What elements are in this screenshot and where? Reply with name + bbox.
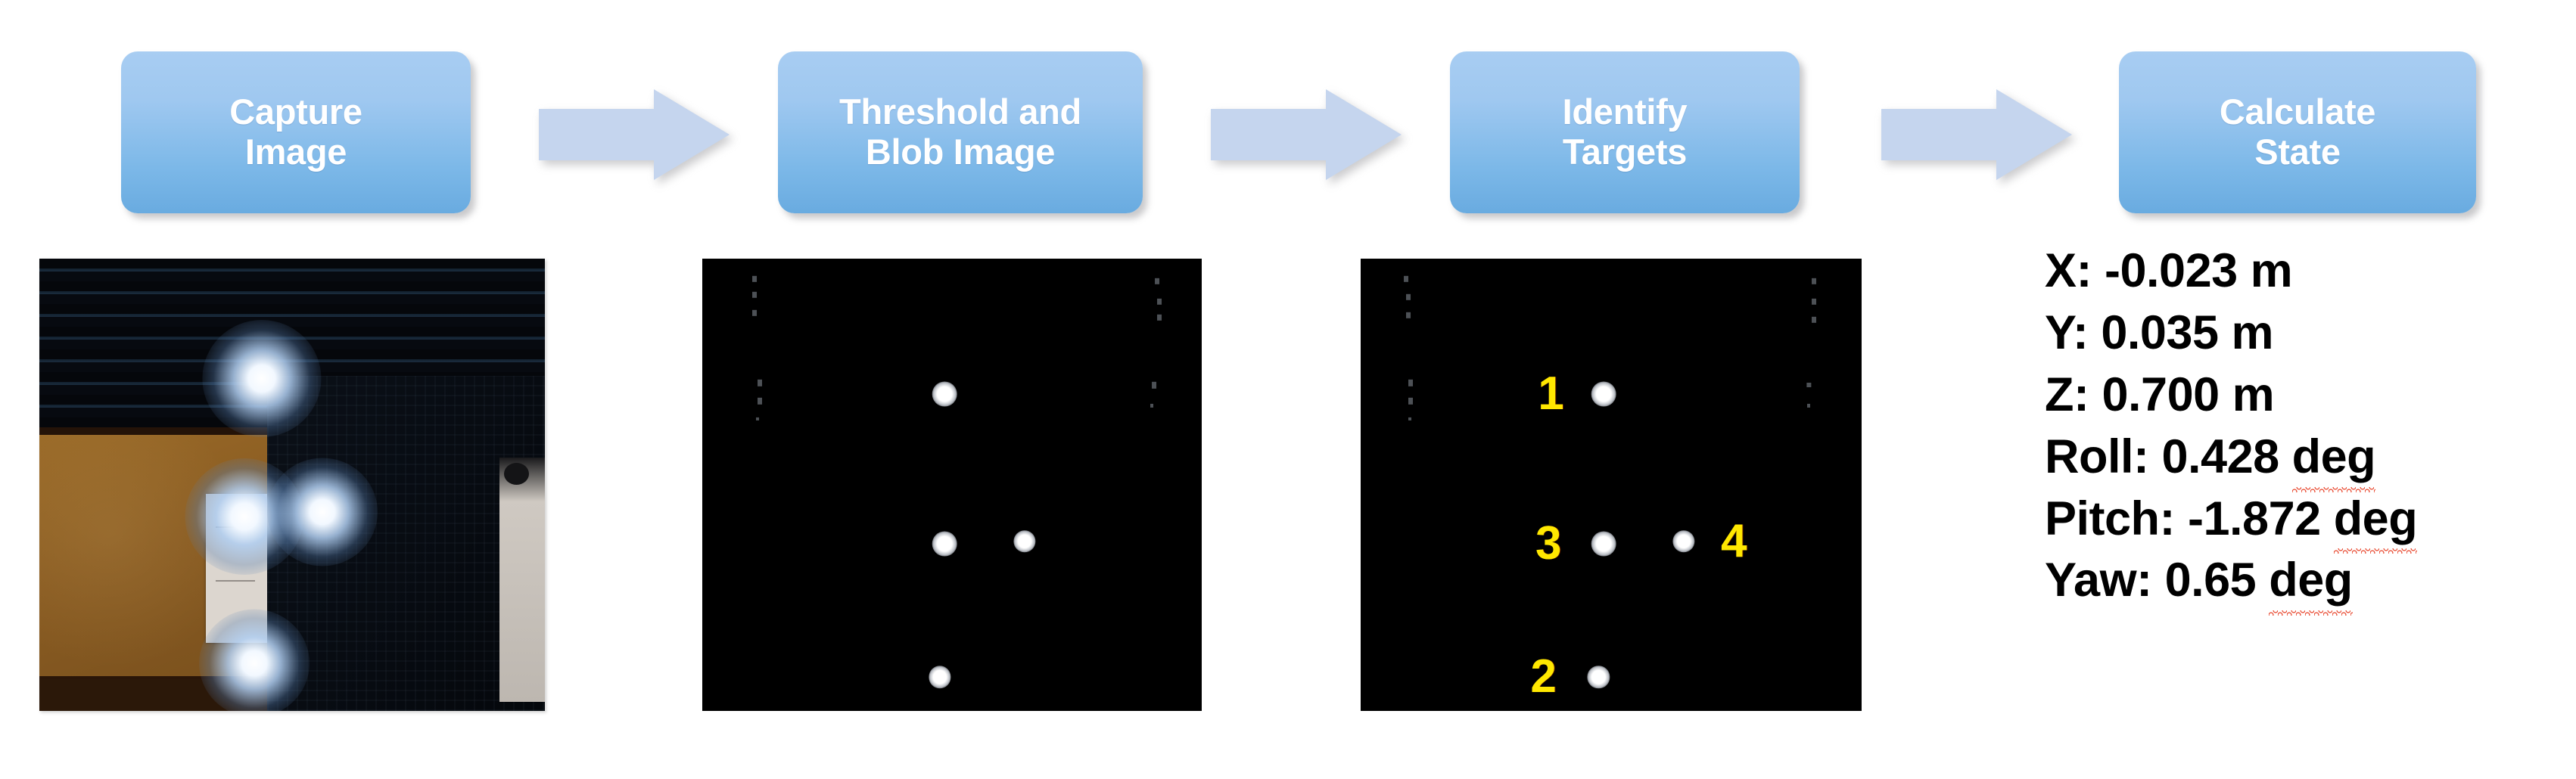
noise-speckle [1405, 293, 1411, 301]
target-blob-1 [1591, 381, 1616, 407]
state-yaw-value: 0.65 [2164, 554, 2257, 607]
right-object-region [499, 458, 545, 703]
state-line-roll: Roll: 0.428 deg [2045, 427, 2574, 492]
noise-speckle [1408, 398, 1414, 405]
process-box-label: Threshold and Blob Image [839, 92, 1081, 172]
target-blob-2 [1587, 666, 1610, 688]
state-pitch-label: Pitch: [2045, 492, 2176, 545]
state-x-value: -0.023 [2105, 244, 2238, 297]
noise-speckle [1807, 404, 1811, 408]
flow-arrow-icon-2 [1211, 89, 1402, 180]
noise-speckle [1156, 314, 1162, 321]
state-y-value: 0.035 [2101, 306, 2219, 359]
state-yaw-label: Yaw: [2045, 554, 2152, 607]
process-box-calculate-state[interactable]: Calculate State [2119, 51, 2476, 213]
target-id-label-1: 1 [1538, 368, 1564, 421]
state-roll-unit: deg [2291, 427, 2376, 492]
target-id-label-4: 4 [1720, 514, 1747, 567]
noise-speckle [752, 309, 758, 316]
state-z-value: 0.700 [2102, 368, 2220, 421]
state-roll-value: 0.428 [2161, 430, 2279, 483]
noise-speckle [1152, 382, 1157, 389]
noise-speckle [1405, 312, 1411, 318]
state-readout-list: X: -0.023 m Y: 0.035 m Z: 0.700 m Roll: … [2045, 241, 2574, 616]
state-line-z: Z: 0.700 m [2045, 365, 2574, 427]
target-blob-4 [1013, 530, 1036, 553]
noise-speckle [757, 398, 762, 405]
process-box-capture-image[interactable]: Capture Image [121, 51, 471, 213]
noise-speckle [752, 291, 758, 299]
target-blob-3 [1591, 531, 1616, 557]
state-y-label: Y: [2045, 306, 2089, 359]
target-blob-3 [932, 531, 957, 557]
noise-speckle [1403, 275, 1408, 283]
noise-speckle [1812, 278, 1817, 285]
process-box-identify-targets[interactable]: Identify Targets [1450, 51, 1800, 213]
state-line-y: Y: 0.035 m [2045, 303, 2574, 365]
state-x-label: X: [2045, 244, 2092, 297]
noise-speckle [757, 380, 762, 386]
process-box-label: Calculate State [2219, 92, 2376, 172]
process-box-label: Capture Image [229, 92, 362, 172]
state-x-unit: m [2250, 244, 2293, 297]
state-line-pitch: Pitch: -1.872 deg [2045, 489, 2574, 554]
noise-speckle [1408, 417, 1411, 421]
led-target-led-2 [198, 609, 310, 711]
state-pitch-value: -1.872 [2188, 492, 2321, 545]
threshold-blob-image-panel[interactable] [702, 259, 1202, 711]
flow-arrow-icon-1 [539, 89, 730, 180]
identified-targets-image-panel[interactable]: 1 3 4 2 [1361, 259, 1862, 711]
state-y-unit: m [2231, 306, 2274, 359]
noise-speckle [755, 417, 759, 421]
noise-speckle [1154, 278, 1159, 285]
state-line-yaw: Yaw: 0.65 deg [2045, 550, 2574, 616]
flow-arrow-icon-3 [1881, 89, 2072, 180]
state-z-unit: m [2232, 368, 2275, 421]
target-blob-4 [1672, 530, 1695, 553]
target-blob-1 [932, 381, 957, 407]
process-box-threshold-blob-image[interactable]: Threshold and Blob Image [778, 51, 1143, 213]
noise-speckle [1408, 380, 1414, 386]
noise-speckle [752, 275, 758, 283]
state-yaw-unit: deg [2269, 550, 2353, 616]
state-line-x: X: -0.023 m [2045, 241, 2574, 303]
noise-speckle [1812, 298, 1817, 305]
target-blob-2 [928, 666, 951, 688]
process-box-label: Identify Targets [1562, 92, 1688, 172]
captured-image-panel[interactable] [39, 259, 545, 711]
noise-speckle [1812, 316, 1817, 323]
noise-speckle [1150, 404, 1153, 408]
led-target-led-4 [267, 458, 378, 566]
led-target-led-1 [202, 320, 322, 437]
noise-speckle [1806, 383, 1812, 388]
state-roll-label: Roll: [2045, 430, 2149, 483]
state-z-label: Z: [2045, 368, 2089, 421]
target-id-label-2: 2 [1530, 650, 1557, 703]
target-id-label-3: 3 [1535, 517, 1562, 570]
state-pitch-unit: deg [2333, 489, 2418, 554]
noise-speckle [1156, 298, 1162, 305]
